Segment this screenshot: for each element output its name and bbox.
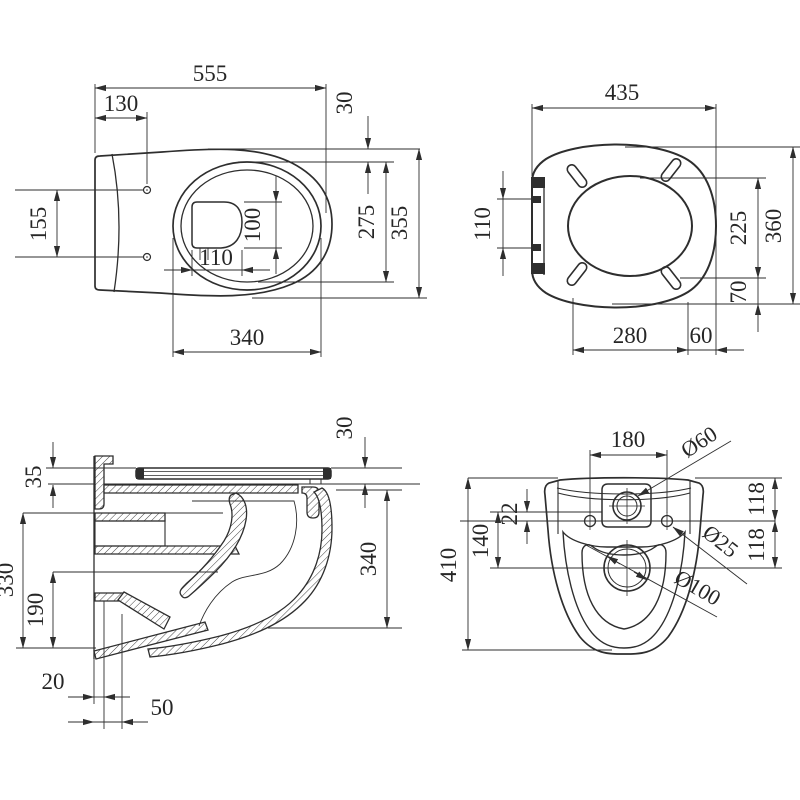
- hinge-tick-top: [533, 196, 541, 203]
- rim-top-section: [103, 484, 299, 494]
- dim-top-bowl-length: 340: [230, 325, 265, 350]
- dim-top-hole-spacing: 155: [26, 207, 51, 242]
- hinge-pin-top: [531, 177, 545, 188]
- top-view-dim-lines: [15, 84, 427, 357]
- bowl-wall-section: [147, 487, 333, 658]
- base-diagonal-section: [93, 621, 209, 660]
- dim-side-outlet-offset: 50: [151, 695, 174, 720]
- seat-bumper-slots: [566, 158, 682, 290]
- dim-seat-front-span: 280: [613, 323, 648, 348]
- dim-seat-total-depth: 360: [761, 209, 786, 244]
- bowl-left-curve: [111, 153, 120, 293]
- hinge-tick-bottom: [533, 244, 541, 251]
- dim-side-seat-step: 30: [332, 417, 357, 440]
- inlet-duct-outline: [94, 520, 166, 547]
- inner-bell: [562, 529, 686, 649]
- dim-side-seat-lift: 35: [21, 466, 46, 489]
- rear-outline: [543, 476, 705, 655]
- dim-rear-bolt-dia: Ø25: [698, 520, 743, 563]
- seat-opening: [567, 175, 693, 277]
- dim-side-wall-gap: 20: [42, 669, 65, 694]
- outlet-pipe-section: [117, 591, 171, 630]
- rim-inner: [180, 169, 314, 283]
- dim-rear-total-height: 410: [436, 548, 461, 583]
- dim-top-water-len: 110: [199, 245, 233, 270]
- dim-rear-drop: 140: [468, 524, 493, 559]
- dim-side-outlet-height: 190: [23, 593, 48, 628]
- water-surface: [191, 201, 243, 249]
- bowl-inner-line: [192, 500, 298, 627]
- hinge-pin-bottom: [531, 263, 545, 274]
- top-view: 555 130 30 155 110 100 275 355 340: [15, 61, 427, 357]
- rear-view: 180 Ø60 22 140 410 Ø25 Ø100 118 118: [436, 421, 782, 655]
- dim-seat-opening-depth: 225: [726, 211, 751, 246]
- dim-rear-outlet-dia: Ø100: [670, 564, 725, 610]
- inlet-bottom-section: [94, 545, 241, 555]
- dim-seat-rear-offset: 70: [726, 281, 751, 304]
- inlet-box: [601, 483, 652, 528]
- side-view: 30 35 330 190 20 50 340: [0, 417, 420, 729]
- dim-top-total-length: 555: [193, 61, 228, 86]
- dim-top-mount-inset: 130: [104, 91, 139, 116]
- dim-top-rim-inset: 30: [332, 92, 357, 115]
- side-dim-lines: [16, 437, 402, 729]
- spreader-section: [179, 492, 248, 599]
- rear-dim-lines: [460, 440, 782, 651]
- seat-section: [135, 467, 332, 485]
- pedestal-recess: [581, 544, 667, 630]
- rear-top-arc-1: [556, 487, 692, 495]
- rear-top-arc-2: [557, 492, 691, 501]
- dim-seat-hinge-spacing: 110: [470, 207, 495, 241]
- seat-view: 435 110 225 360 70 280 60: [470, 80, 800, 355]
- dim-side-inlet-height: 330: [0, 563, 18, 598]
- wall-hook-section: [94, 455, 114, 510]
- seat-dim-lines: [497, 104, 800, 355]
- dim-top-rim-width: 275: [354, 205, 379, 240]
- seat-outline: [531, 143, 718, 309]
- dim-seat-width: 435: [605, 80, 640, 105]
- dim-seat-tail-span: 60: [690, 323, 713, 348]
- dim-side-body-height: 340: [356, 542, 381, 577]
- bowl-outline: [94, 148, 333, 297]
- dim-rear-bolt-spacing: 180: [611, 427, 646, 452]
- dim-rear-lower-118: 118: [744, 528, 769, 562]
- ceramic-section: [93, 455, 333, 660]
- dim-top-water-wid: 100: [240, 208, 265, 243]
- dim-rear-upper-118: 118: [744, 482, 769, 516]
- dim-top-total-width: 355: [387, 206, 412, 241]
- inlet-top-section: [94, 512, 166, 522]
- dim-rear-ledge: 22: [497, 503, 522, 526]
- dim-rear-inlet-dia: Ø60: [676, 421, 721, 463]
